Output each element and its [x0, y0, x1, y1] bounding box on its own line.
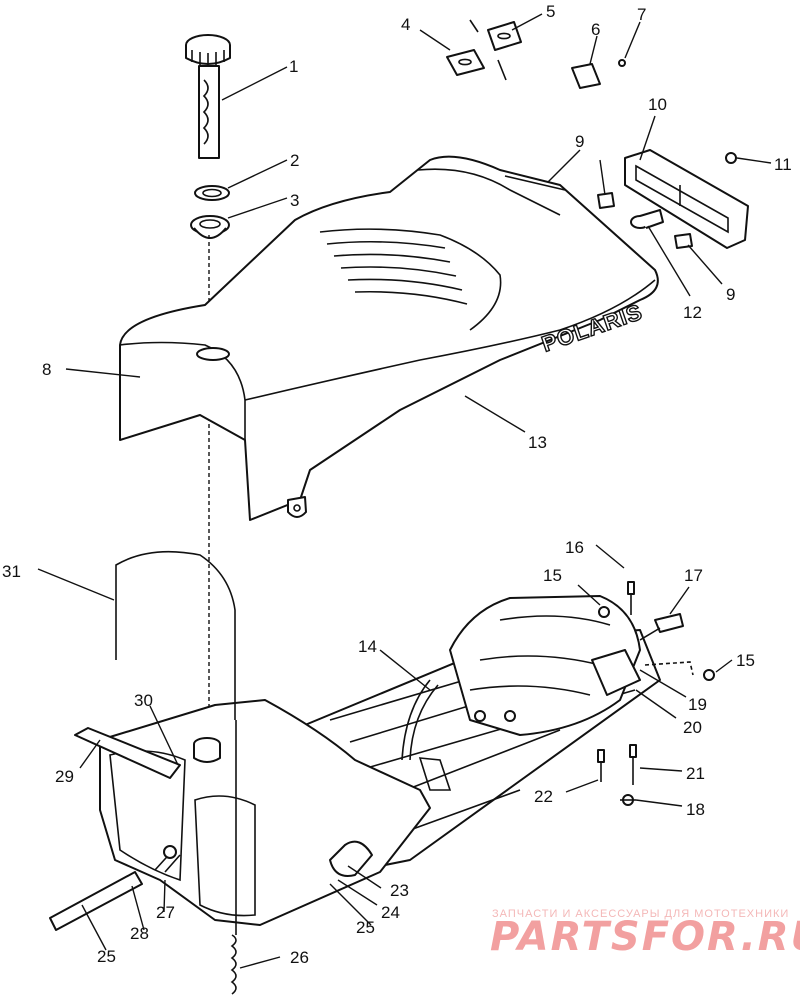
callout-23: 23 [390, 881, 409, 900]
callout-21: 21 [686, 764, 705, 783]
nut-15b [703, 669, 715, 681]
callout-11: 11 [774, 155, 792, 174]
callout-22: 22 [534, 787, 553, 806]
fuel-tank [99, 699, 431, 926]
grommet-9 [597, 192, 693, 249]
callout-13: 13 [528, 433, 547, 452]
leader-lines [37, 13, 772, 969]
callout-27: 27 [156, 903, 175, 922]
callout-30: 30 [134, 691, 153, 710]
callout-28: 28 [130, 924, 149, 943]
screw-11 [725, 152, 737, 164]
callout-9a: 9 [575, 132, 584, 151]
bolt-21 [629, 744, 637, 758]
callout-labels: 1 2 3 4 5 6 7 8 9 9 10 11 12 13 14 15 15… [2, 2, 792, 967]
callout-7: 7 [637, 5, 646, 24]
callout-19: 19 [688, 695, 707, 714]
callout-6: 6 [591, 20, 600, 39]
fuel-line [49, 871, 143, 931]
seat: POLARIS [119, 155, 659, 521]
callout-24: 24 [381, 903, 400, 922]
callout-14: 14 [358, 637, 377, 656]
callout-1: 1 [289, 57, 298, 76]
callout-2: 2 [290, 151, 299, 170]
callout-20: 20 [683, 718, 702, 737]
callout-10: 10 [648, 95, 667, 114]
callout-29: 29 [55, 767, 74, 786]
seat-strap [74, 727, 181, 779]
bracket-plate [571, 63, 601, 89]
gasket [194, 185, 230, 201]
nut-15a [598, 606, 610, 618]
bolt-22 [597, 749, 605, 763]
watermark-logo: PARTSFOR.RU [490, 914, 800, 960]
tail-light-housing [624, 149, 749, 249]
callout-16: 16 [565, 538, 584, 557]
vent-hose [115, 550, 236, 720]
callout-15a: 15 [543, 566, 562, 585]
callout-17: 17 [684, 566, 703, 585]
headlight-housing [449, 595, 641, 736]
fuel-pickup-spring [230, 934, 237, 995]
bolt-16 [627, 581, 635, 595]
watermark: ЗАПЧАСТИ И АКСЕССУАРЫ ДЛЯ МОТОТЕХНИКИ PA… [490, 908, 800, 960]
callout-18: 18 [686, 800, 705, 819]
hinge-plate [487, 21, 522, 51]
callout-26: 26 [290, 948, 309, 967]
callout-9b: 9 [726, 285, 735, 304]
hinge-plate-small [446, 49, 485, 76]
fuel-cap-assembly [185, 34, 231, 159]
callout-3: 3 [290, 191, 299, 210]
callout-4: 4 [401, 15, 410, 34]
callout-5: 5 [546, 2, 555, 21]
callout-31: 31 [2, 562, 21, 581]
callout-15b: 15 [736, 651, 755, 670]
light-socket [630, 209, 664, 229]
callout-25a: 25 [356, 918, 375, 937]
callout-8: 8 [42, 360, 51, 379]
watermark-tagline: ЗАПЧАСТИ И АКСЕССУАРЫ ДЛЯ МОТОТЕХНИКИ [492, 908, 789, 920]
rivet [618, 59, 626, 67]
callout-25b: 25 [97, 947, 116, 966]
callout-12: 12 [683, 303, 702, 322]
